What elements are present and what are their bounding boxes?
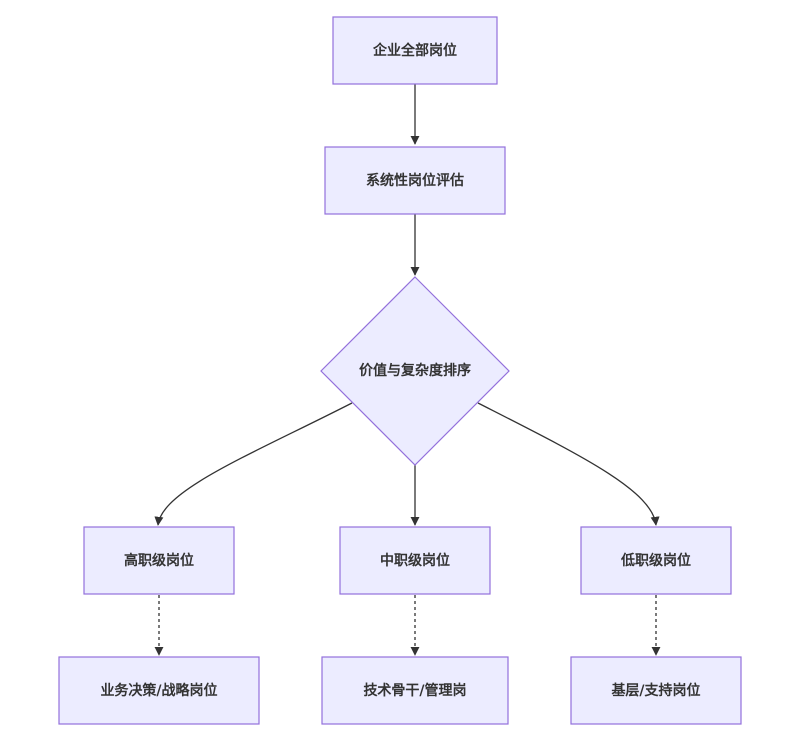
node-high-label: 高职级岗位 <box>124 552 194 569</box>
node-mid: 中职级岗位 <box>339 526 491 595</box>
node-eval: 系统性岗位评估 <box>324 146 506 215</box>
edges <box>154 84 661 656</box>
node-eval-label: 系统性岗位评估 <box>366 172 464 189</box>
node-low-desc: 基层/支持岗位 <box>570 656 742 725</box>
node-high-desc-label: 业务决策/战略岗位 <box>100 682 217 699</box>
edge-sort-to-high <box>154 402 353 526</box>
node-sort-decision: 价值与复杂度排序 <box>320 276 510 466</box>
node-mid-desc: 技术骨干/管理岗 <box>321 656 509 725</box>
node-low-label: 低职级岗位 <box>620 552 691 569</box>
node-mid-label: 中职级岗位 <box>380 552 450 569</box>
node-sort-label: 价值与复杂度排序 <box>359 362 471 379</box>
node-root: 企业全部岗位 <box>332 16 498 85</box>
node-high: 高职级岗位 <box>83 526 235 595</box>
node-mid-desc-label: 技术骨干/管理岗 <box>363 682 466 699</box>
node-low: 低职级岗位 <box>580 526 732 595</box>
node-low-desc-label: 基层/支持岗位 <box>611 682 700 699</box>
node-high-desc: 业务决策/战略岗位 <box>58 656 260 725</box>
edge-sort-to-low <box>477 402 660 526</box>
node-root-label: 企业全部岗位 <box>372 42 457 59</box>
